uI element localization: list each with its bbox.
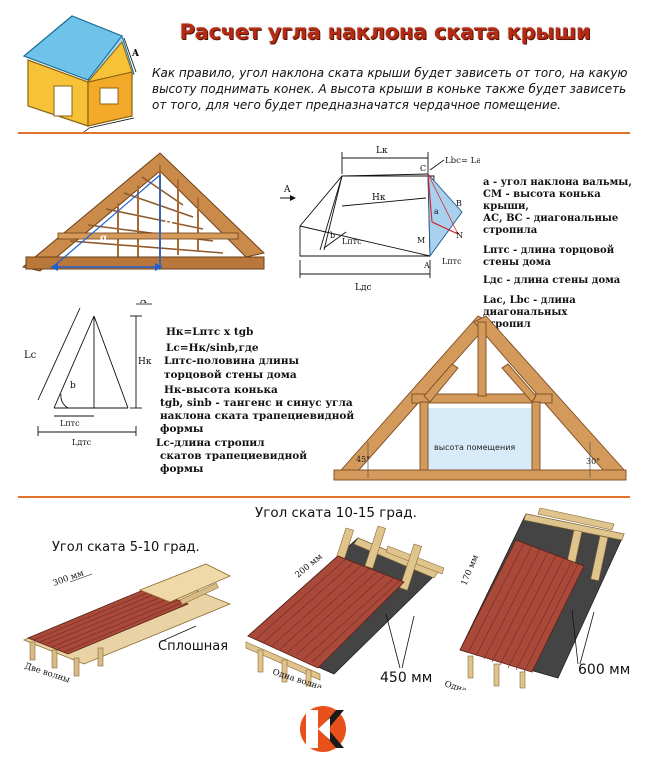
page-title: Расчет угла наклона ската крыши xyxy=(179,20,591,44)
roofing-left-waves: Две волны xyxy=(23,661,71,685)
gable-label-b: b xyxy=(70,381,76,391)
gable-diagram: A Lc Нк b Lптс Lдтс xyxy=(18,296,160,450)
caption-5-10: Угол ската 5-10 град. xyxy=(52,540,200,555)
formula-line: Lc=Нк/sinb,где xyxy=(166,342,259,355)
hip-def-line: Lптс - длина торцовой xyxy=(483,245,615,256)
gable-label-lc: Lc xyxy=(24,350,37,361)
hip-roof-diagram: Lк Нк Lптс Lдс Lbc= Lac A C B M N A a b … xyxy=(280,140,486,300)
brand-logo xyxy=(298,704,348,754)
formula-line: Lптс-половина длины xyxy=(164,355,300,368)
hip-def-line: стропила xyxy=(483,225,538,236)
formula-line: формы xyxy=(160,423,204,436)
hip-label-ldc: Lдс xyxy=(355,283,372,293)
hip-definitions: а - угол наклона вальмы, СМ - высота кон… xyxy=(483,177,643,331)
hip-label-lk: Lк xyxy=(376,146,388,156)
roofing-left-illustration: 300 мм Две волны xyxy=(20,556,240,686)
attic-room-label: высота помещения xyxy=(434,443,515,452)
roofing-middle-batten: 450 мм xyxy=(380,670,433,686)
hip-label-hk: Нк xyxy=(372,193,386,203)
gable-label-ldtc: Lдтс xyxy=(72,438,92,447)
house-label-a: A xyxy=(131,49,140,59)
formula-line: Lc-длина стропил xyxy=(156,436,265,449)
hip-def-line: стропил xyxy=(483,319,531,330)
divider-top xyxy=(18,132,630,134)
hip-def-line: СМ - высота конька крыши, xyxy=(483,189,601,212)
hip-angle-a: a xyxy=(434,207,439,216)
roofing-right-waves: Одна волна xyxy=(443,679,495,690)
formula-line: наклона ската трапециевидной xyxy=(160,410,355,423)
gable-label-a: A xyxy=(139,300,147,306)
attic-angle-right: 30° xyxy=(586,457,600,466)
hip-point-b: B xyxy=(456,199,462,208)
roofing-right-batten: 600 мм xyxy=(578,662,631,678)
divider-bottom xyxy=(18,496,630,498)
hip-def-line: Lдс - длина стены дома xyxy=(483,275,621,286)
hip-def-line: стены дома xyxy=(483,257,551,268)
hip-point-m: M xyxy=(417,236,425,245)
formula-line: скатов трапециевидной xyxy=(160,449,308,462)
truss-illustration: H α L xyxy=(18,145,268,285)
formula-line: Нк-высота конька xyxy=(164,383,278,396)
gable-label-lptc: Lптс xyxy=(60,419,80,428)
formula-line: торцовой стены дома xyxy=(164,368,297,381)
truss-label-l: L xyxy=(102,271,109,282)
hip-label-lptc: Lптс xyxy=(342,237,362,246)
roofing-right-spacing: 170 мм xyxy=(460,553,481,587)
hip-point-n: N xyxy=(456,231,463,240)
hip-angle-b: b xyxy=(330,231,335,240)
hip-label-lbc-lac: Lbc= Lac xyxy=(445,156,480,166)
attic-truss-illustration: высота помещения 45° 30° xyxy=(328,312,630,492)
formula-line: формы xyxy=(160,463,204,476)
hip-point-a: A xyxy=(423,261,430,270)
intro-text: Как правило, угол наклона ската крыши бу… xyxy=(152,66,628,112)
roofing-middle-illustration: 200 мм Одна волна xyxy=(238,518,448,693)
house-icon: A xyxy=(14,8,149,133)
gable-label-hk: Нк xyxy=(138,357,152,367)
truss-label-h: H xyxy=(164,219,173,230)
hip-def-line: Lac, Lbc - длина диагональных xyxy=(483,295,576,318)
formula-line: tgb, sinb - тангенс и синус угла xyxy=(160,397,353,410)
roofing-left-solid: Сплошная xyxy=(158,639,229,654)
caption-10-15: Угол ската 10-15 град. xyxy=(255,505,417,521)
attic-angle-left: 45° xyxy=(356,455,370,464)
formula-block: Нк=Lптс x tgb Lc=Нк/sinb,где Lптс-полови… xyxy=(156,326,360,476)
hip-def-line: а - угол наклона вальмы, xyxy=(483,177,632,188)
truss-label-alpha: α xyxy=(100,233,108,244)
roofing-left-spacing: 300 мм xyxy=(52,568,86,589)
hip-arrow-a: A xyxy=(283,185,291,195)
hip-label-lptc-side: Lптс xyxy=(442,257,462,266)
hip-def-line: АС, ВС - диагональные xyxy=(483,213,619,224)
formula-line: Нк=Lптс x tgb xyxy=(166,326,254,338)
hip-point-c: C xyxy=(420,164,426,173)
